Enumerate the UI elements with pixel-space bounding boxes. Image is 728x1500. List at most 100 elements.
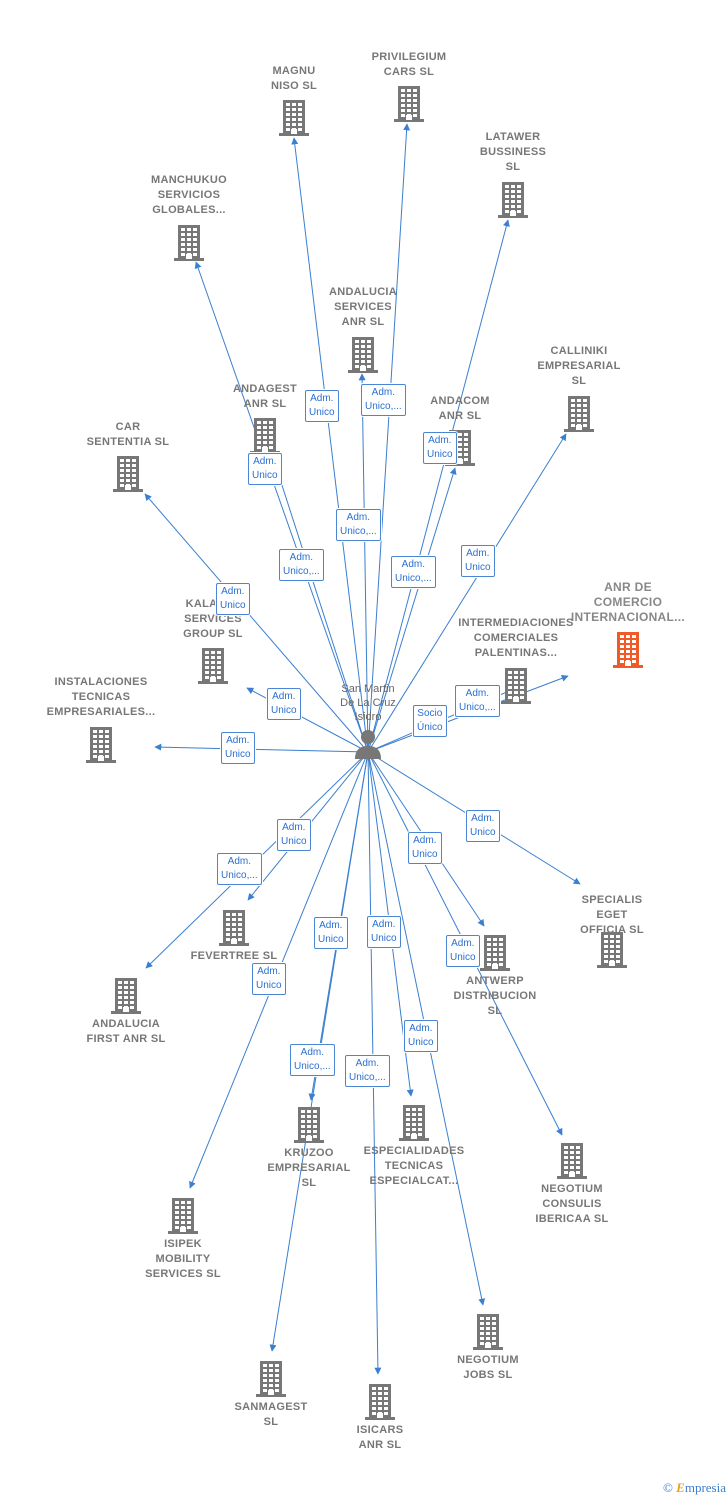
building-icon	[279, 100, 309, 136]
building-icon	[613, 632, 643, 668]
relation-label-andagest[interactable]: Adm. Unico	[248, 453, 282, 485]
edge-latawer	[367, 219, 510, 753]
relation-label-kruzoo[interactable]: Adm. Unico	[367, 916, 401, 948]
relation-label-calliniki[interactable]: Adm. Unico	[461, 545, 495, 577]
company-name: INSTALACIONES TECNICAS EMPRESARIALES...	[46, 676, 156, 718]
building-icon	[399, 1105, 429, 1141]
relation-label-magnu[interactable]: Adm. Unico	[305, 390, 339, 422]
building-icon	[111, 978, 141, 1014]
relation-label-anr-comercio[interactable]: Adm. Unico,...	[455, 685, 500, 717]
relation-label-sanmagest[interactable]: Adm. Unico,...	[290, 1044, 335, 1076]
company-node-kruzoo[interactable]: KRUZOO EMPRESARIAL SL	[234, 1107, 384, 1191]
building-icon	[113, 456, 143, 492]
company-name: MANCHUKUO SERVICIOS GLOBALES...	[150, 174, 228, 216]
company-node-specialis[interactable]: SPECIALIS EGET OFFICIA SL	[537, 893, 687, 968]
relation-label-isicars[interactable]: Adm. Unico,...	[345, 1055, 390, 1087]
company-name: FEVERTREE SL	[190, 950, 278, 962]
company-node-isicars[interactable]: ISICARS ANR SL	[305, 1384, 455, 1453]
company-node-andagest[interactable]: ANDAGEST ANR SL	[190, 382, 340, 454]
relation-label-car-sententia[interactable]: Adm. Unico	[216, 583, 250, 615]
edge-calliniki	[367, 433, 567, 753]
company-node-sanmagest[interactable]: SANMAGEST SL	[196, 1361, 346, 1430]
company-node-intermediaciones[interactable]: INTERMEDIACIONES COMERCIALES PALENTINAS.…	[441, 616, 591, 704]
edge-magnu	[291, 137, 369, 753]
relation-label-andalucia-services[interactable]: Adm. Unico,...	[336, 509, 381, 541]
company-name: ANDALUCIA FIRST ANR SL	[86, 1018, 166, 1045]
brand-initial: E	[676, 1480, 685, 1495]
building-icon	[480, 935, 510, 971]
company-node-antwerp[interactable]: ANTWERP DISTRIBUCION SL	[420, 935, 570, 1019]
relation-label-fevertree[interactable]: Adm. Unico	[277, 819, 311, 851]
company-name: CALLINIKI EMPRESARIAL SL	[537, 345, 621, 387]
building-icon	[198, 648, 228, 684]
building-icon	[597, 932, 627, 968]
company-name: NEGOTIUM CONSULIS IBERICAA SL	[535, 1183, 609, 1225]
company-node-kalanet[interactable]: KALANET SERVICES GROUP SL	[138, 597, 288, 684]
company-name: ISICARS ANR SL	[356, 1424, 404, 1451]
building-icon	[348, 337, 378, 373]
building-icon	[86, 727, 116, 763]
company-name: MAGNU NISO SL	[270, 65, 318, 92]
building-icon	[219, 910, 249, 946]
relation-label-latawer[interactable]: Adm. Unico	[423, 432, 457, 464]
edge-car-sententia	[144, 493, 369, 753]
company-node-fevertree[interactable]: FEVERTREE SL	[159, 910, 309, 964]
company-node-instalaciones[interactable]: INSTALACIONES TECNICAS EMPRESARIALES...	[26, 675, 176, 763]
relation-label-privilegium[interactable]: Adm. Unico,...	[361, 384, 406, 416]
relation-label-negotium-consulis[interactable]: Adm. Unico	[404, 1020, 438, 1052]
building-icon	[394, 86, 424, 122]
company-name: KRUZOO EMPRESARIAL SL	[267, 1147, 351, 1189]
company-node-andalucia-services[interactable]: ANDALUCIA SERVICES ANR SL	[288, 285, 438, 373]
edge-privilegium	[367, 123, 411, 753]
company-node-magnu[interactable]: MAGNU NISO SL	[219, 64, 369, 136]
company-node-negotium-consulis[interactable]: NEGOTIUM CONSULIS IBERICAA SL	[497, 1143, 647, 1227]
copyright-symbol: ©	[663, 1480, 673, 1495]
company-node-andalucia-first[interactable]: ANDALUCIA FIRST ANR SL	[51, 978, 201, 1047]
edge-manchukuo	[194, 261, 369, 753]
company-name: SANMAGEST SL	[234, 1401, 308, 1428]
relation-label-specialis[interactable]: Adm. Unico	[466, 810, 500, 842]
company-node-car-sententia[interactable]: CAR SENTENTIA SL	[53, 420, 203, 492]
company-node-anr-comercio[interactable]: ANR DE COMERCIO INTERNACIONAL...	[553, 580, 703, 668]
company-name: ANDAGEST ANR SL	[232, 383, 298, 410]
relation-label-isipek[interactable]: Adm. Unico	[252, 963, 286, 995]
footer-brand[interactable]: © Empresia	[663, 1480, 726, 1496]
company-name: ISIPEK MOBILITY SERVICES SL	[145, 1238, 221, 1280]
building-icon	[294, 1107, 324, 1143]
company-node-latawer[interactable]: LATAWER BUSSINESS SL	[438, 130, 588, 218]
building-icon	[250, 418, 280, 454]
relation-label-manchukuo[interactable]: Adm. Unico,...	[279, 549, 324, 581]
company-name: ANDALUCIA SERVICES ANR SL	[328, 286, 398, 328]
company-name: ANTWERP DISTRIBUCION SL	[453, 975, 537, 1017]
building-icon	[256, 1361, 286, 1397]
relation-label-especialidades[interactable]: Adm. Unico	[314, 917, 348, 949]
company-node-especialidades[interactable]: ESPECIALIDADES TECNICAS ESPECIALCAT...	[339, 1105, 489, 1189]
company-node-isipek[interactable]: ISIPEK MOBILITY SERVICES SL	[108, 1198, 258, 1282]
relation-label-instalaciones[interactable]: Adm. Unico	[221, 732, 255, 764]
edge-instalaciones	[154, 743, 369, 753]
person-name: San Martin De La Cruz Isidro	[340, 683, 396, 723]
relation-label-intermediaciones[interactable]: Socio Único	[413, 705, 447, 737]
building-icon	[473, 1314, 503, 1350]
building-icon	[365, 1384, 395, 1420]
brand-name: mpresia	[684, 1480, 726, 1495]
person-node[interactable]: San Martin De La Cruz Isidro	[318, 682, 418, 760]
relation-label-negotium-jobs[interactable]: Adm. Unico	[408, 832, 442, 864]
company-node-manchukuo[interactable]: MANCHUKUO SERVICIOS GLOBALES...	[114, 173, 264, 261]
company-name: NEGOTIUM JOBS SL	[457, 1354, 519, 1381]
building-icon	[168, 1198, 198, 1234]
company-node-privilegium[interactable]: PRIVILEGIUM CARS SL	[334, 50, 484, 122]
relation-label-andalucia-first[interactable]: Adm. Unico,...	[217, 853, 262, 885]
company-name: ANR DE COMERCIO INTERNACIONAL...	[570, 580, 686, 624]
relation-label-andacom[interactable]: Adm. Unico,...	[391, 556, 436, 588]
company-name: PRIVILEGIUM CARS SL	[371, 51, 447, 78]
company-node-calliniki[interactable]: CALLINIKI EMPRESARIAL SL	[504, 344, 654, 432]
person-icon	[355, 730, 381, 759]
company-node-negotium-jobs[interactable]: NEGOTIUM JOBS SL	[413, 1314, 563, 1383]
relation-label-antwerp[interactable]: Adm. Unico	[446, 935, 480, 967]
company-node-andacom[interactable]: ANDACOM ANR SL	[385, 394, 535, 466]
building-icon	[501, 668, 531, 704]
relation-label-kalanet[interactable]: Adm. Unico	[267, 688, 301, 720]
company-name: SPECIALIS EGET OFFICIA SL	[580, 894, 644, 936]
